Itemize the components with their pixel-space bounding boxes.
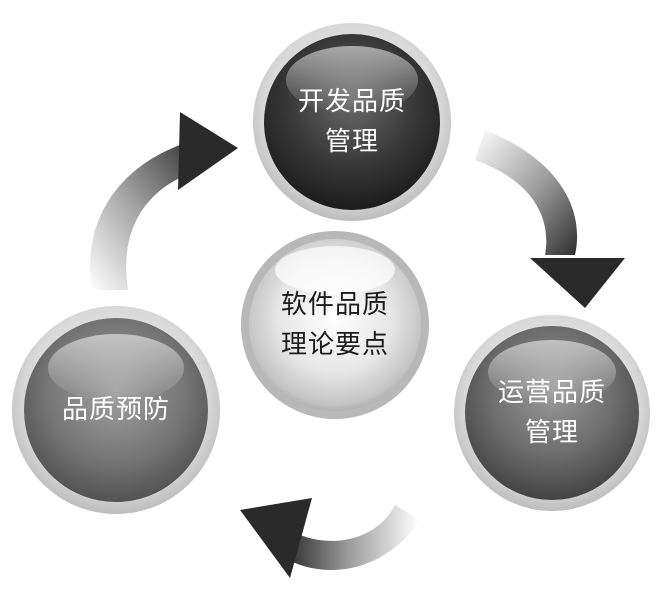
arrow-prevention-to-development: [90, 112, 238, 290]
arrow-operations-to-prevention: [240, 498, 420, 578]
node-center: [241, 231, 429, 419]
arrow-development-to-operations: [475, 130, 625, 308]
node-development-label: 开发品质 管理: [297, 86, 406, 157]
node-prevention-label: 品质预防: [61, 394, 170, 425]
node-operations: [454, 315, 650, 511]
node-operations-label: 运营品质 管理: [497, 377, 606, 448]
node-development: [253, 23, 451, 221]
center-label: 软件品质 理论要点: [280, 289, 389, 360]
node-prevention: [12, 306, 220, 514]
